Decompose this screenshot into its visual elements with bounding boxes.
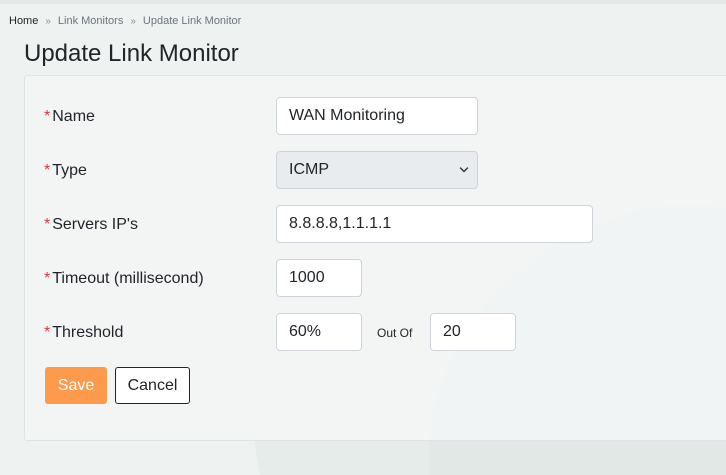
top-border [0, 0, 726, 4]
breadcrumb-link-monitors[interactable]: Link Monitors [57, 15, 124, 27]
save-button[interactable]: Save [45, 367, 107, 404]
chevron-down-icon [459, 167, 469, 173]
required-marker: * [44, 324, 51, 341]
required-marker: * [44, 108, 51, 125]
name-label-text: Name [52, 108, 95, 125]
threshold-label-text: Threshold [52, 324, 124, 341]
name-input[interactable] [276, 97, 478, 135]
breadcrumb-home[interactable]: Home [9, 15, 39, 27]
breadcrumb-separator: » [45, 16, 51, 27]
servers-label-text: Servers IP's [52, 216, 138, 233]
breadcrumb: Home » Link Monitors » Update Link Monitor [9, 15, 241, 27]
timeout-label-text: Timeout (millisecond) [52, 270, 204, 287]
required-marker: * [44, 270, 51, 287]
out-of-input[interactable] [430, 313, 516, 351]
servers-label: *Servers IP's [44, 216, 138, 234]
name-label: *Name [44, 108, 95, 126]
servers-input[interactable] [276, 205, 593, 243]
breadcrumb-separator: » [130, 16, 136, 27]
type-label: *Type [44, 162, 87, 180]
out-of-label: Out Of [377, 326, 413, 340]
threshold-input[interactable] [276, 313, 362, 351]
threshold-label: *Threshold [44, 324, 123, 342]
type-label-text: Type [52, 162, 87, 179]
form-card: *Name *Type ICMP *Servers IP's *Timeout … [24, 75, 726, 441]
breadcrumb-current: Update Link Monitor [142, 15, 242, 27]
type-select[interactable]: ICMP [276, 151, 478, 189]
page-title: Update Link Monitor [24, 40, 239, 67]
type-select-value: ICMP [289, 161, 329, 178]
timeout-label: *Timeout (millisecond) [44, 270, 204, 288]
required-marker: * [44, 216, 51, 233]
timeout-input[interactable] [276, 259, 362, 297]
cancel-button[interactable]: Cancel [115, 367, 190, 404]
required-marker: * [44, 162, 51, 179]
